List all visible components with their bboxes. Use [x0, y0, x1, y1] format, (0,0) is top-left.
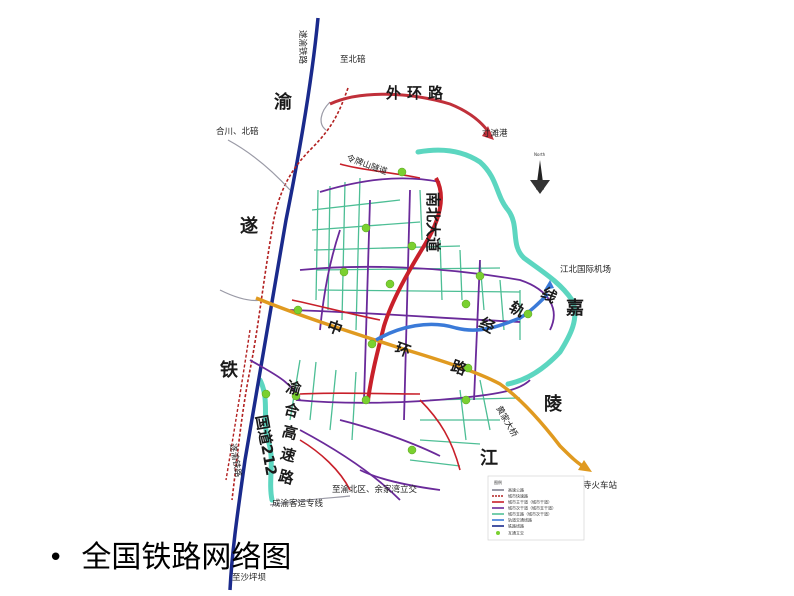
legend-item-4: 城市支路（城市次干道）	[508, 511, 552, 517]
label-to-beibei: 至北碚	[340, 54, 366, 65]
label-national-road-212: 国道212	[252, 414, 280, 478]
nanbei-avenue	[366, 177, 443, 401]
old-railway-west	[225, 329, 251, 481]
legend: 图例 高速公路 城市快速路 城市主干道（城市干道） 城市次干道（城市支干道） 城…	[487, 475, 585, 541]
label-hechuan-beibei: 合川、北碚	[216, 126, 259, 137]
label-suiyu-railway-top: 遂渝铁路	[297, 30, 308, 65]
legend-title: 图例	[494, 479, 502, 485]
old-railway-dashed	[231, 87, 349, 501]
label-outer-ring: 外环路	[385, 84, 449, 102]
label-sui: 遂	[240, 215, 258, 237]
outer-ring-road	[329, 92, 492, 135]
light-rail-arrow	[544, 280, 554, 290]
label-lu: 路	[449, 357, 470, 379]
label-jia: 嘉	[565, 298, 584, 319]
middle-ring-arrow	[578, 460, 592, 472]
legend-item-6: 铁路线路	[508, 523, 524, 529]
label-zhong: 中	[325, 317, 345, 339]
main-arterials	[291, 163, 461, 491]
outer-ring-arrow	[482, 126, 494, 140]
label-jiang: 江	[480, 448, 498, 469]
yuhe-expressway-label: 渝 合 高 速 路	[277, 378, 304, 489]
label-jiangbei-airport: 江北国际机场	[560, 264, 611, 275]
label-yuhe-4: 速	[278, 444, 297, 465]
label-tie: 铁	[220, 359, 238, 381]
bullet-text: 全国铁路网络图	[81, 540, 292, 575]
legend-item-7: 互通立交	[508, 530, 524, 536]
label-rail-gui: 轨	[506, 298, 528, 321]
label-yuhe-5: 路	[277, 467, 297, 489]
label-nanbei-avenue: 南北大道	[424, 192, 442, 252]
light-rail-line	[375, 292, 550, 342]
label-huangjia-bridge: 黄家大桥	[493, 404, 520, 439]
label-yuhe-1: 渝	[284, 378, 304, 400]
legend-item-0: 高速公路	[508, 487, 524, 493]
north-arrow-icon	[530, 160, 550, 194]
suiyu-railway-line	[228, 17, 320, 591]
label-huan: 环	[393, 339, 413, 361]
label-longtousi-station: 龙头寺火车站	[566, 480, 618, 491]
label-yuhe-2: 合	[281, 400, 302, 422]
label-to-shapingba: 至沙坪坝	[232, 573, 267, 583]
legend-item-1: 城市快速路	[508, 493, 528, 499]
legend-item-5: 轨道交通线路	[508, 517, 532, 523]
interchange-points	[261, 167, 533, 455]
legend-item-2: 城市主干道（城市干道）	[508, 499, 552, 505]
middle-ring-road	[255, 296, 587, 470]
label-rail-xian: 线	[538, 284, 560, 307]
label-ling: 陵	[544, 393, 563, 415]
label-yuhe-3: 高	[280, 422, 299, 443]
label-cuntan-port: 寸滩港	[482, 128, 508, 139]
label-rail-jing: 经	[476, 314, 498, 337]
label-to-yubei: 至渝北区、余家湾立交	[332, 484, 418, 495]
legend-item-3: 城市次干道（城市支干道）	[508, 505, 556, 511]
legend-box	[487, 475, 585, 541]
arterial-roads	[249, 177, 555, 501]
label-chengyu-line: 成渝客运专线	[272, 498, 324, 509]
label-north: North	[534, 152, 546, 157]
legend-swatch-7	[496, 531, 500, 535]
bullet-dot-icon: •	[48, 543, 64, 573]
label-lingpaishan-tunnel: 令牌山隧道	[345, 152, 389, 177]
bullet-line: • 全国铁路网络图	[48, 536, 291, 580]
label-yu: 渝	[274, 91, 293, 113]
